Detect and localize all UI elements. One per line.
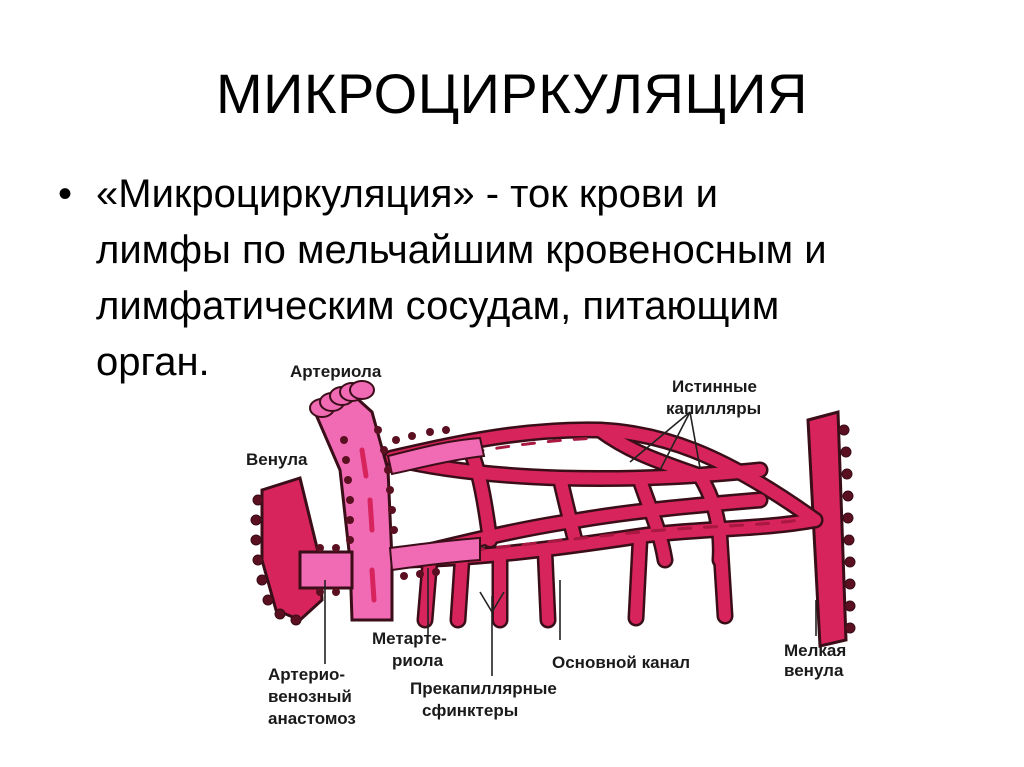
- bullet-line: «Микроциркуляция» - ток крови и: [96, 172, 718, 216]
- bullet-line: лимфатическим сосудам, питающим: [96, 284, 780, 328]
- capillary-network: [383, 421, 824, 629]
- leader-lines: [324, 411, 817, 676]
- arteriole-rings: [309, 380, 375, 418]
- bullet-line: орган.: [96, 340, 210, 384]
- right-venule: [806, 410, 856, 648]
- metarteriole-lower: [388, 536, 481, 572]
- label-arteriola: Артериола: [290, 362, 382, 381]
- metarteriole: [386, 436, 486, 476]
- label-av-anastomosis-1: Артерио-: [268, 665, 345, 684]
- arteriole: [298, 380, 486, 622]
- label-true-capillaries-2: капилляры: [666, 399, 761, 418]
- right-venule-bumps: [838, 424, 856, 634]
- slide-title: МИКРОЦИРКУЛЯЦИЯ: [216, 62, 808, 125]
- label-precapillary-2: сфинктеры: [422, 701, 518, 720]
- left-venule-bumps: [250, 494, 302, 626]
- bullet-icon: •: [58, 172, 73, 216]
- label-small-venula-2: венула: [784, 661, 844, 680]
- label-true-capillaries-1: Истинные: [672, 377, 757, 396]
- label-small-venula-1: Мелкая: [784, 641, 846, 660]
- label-av-anastomosis-2: венозный: [268, 687, 352, 706]
- bullet-text: «Микроциркуляция» - ток крови и лимфы по…: [96, 166, 946, 390]
- right-venule-wall: [806, 410, 848, 648]
- label-main-channel: Основной канал: [552, 653, 690, 672]
- arteriole-beads: [316, 426, 450, 596]
- label-metarteriola-1: Метарте-: [372, 629, 447, 648]
- av-anastomosis: [298, 550, 354, 590]
- label-metarteriola-2: риола: [392, 651, 444, 670]
- label-av-anastomosis-3: анастомоз: [268, 709, 356, 728]
- bullet-line: лимфы по мельчайшим кровеносным и: [96, 228, 827, 272]
- arteriole-body: [312, 390, 394, 622]
- label-precapillary-1: Прекапиллярные: [410, 679, 557, 698]
- label-venula: Венула: [246, 450, 308, 469]
